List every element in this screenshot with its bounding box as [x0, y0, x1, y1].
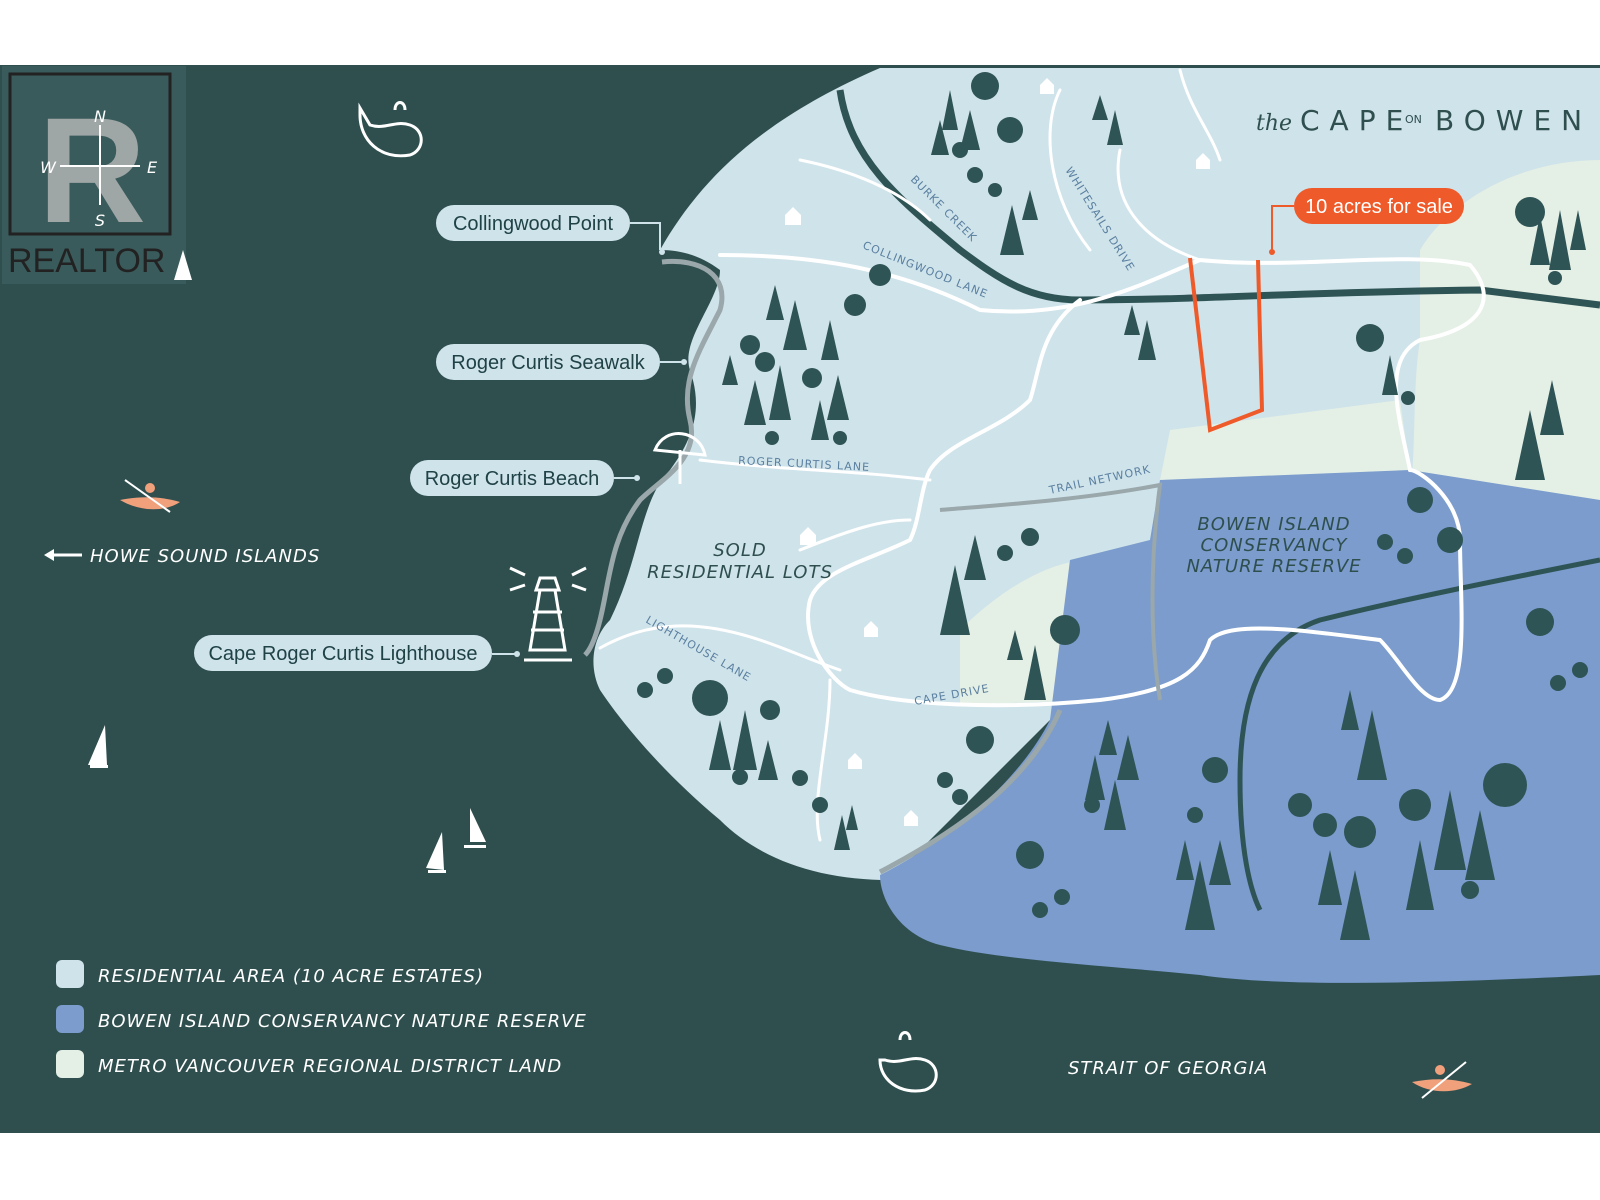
sailboat-icon	[88, 725, 107, 765]
legend-swatch	[56, 960, 84, 988]
beach-umbrella-icon	[652, 432, 707, 484]
sailboat-icon	[426, 832, 444, 870]
callout-label: Roger Curtis Beach	[425, 468, 600, 490]
sailboat-icon	[174, 250, 192, 280]
sold-label-line1: SOLD	[713, 540, 766, 561]
reserve-label-line1: BOWEN ISLAND	[1197, 514, 1350, 535]
callout-label: Roger Curtis Seawalk	[451, 352, 645, 374]
houses	[785, 78, 1210, 826]
compass-s: S	[95, 211, 105, 230]
coast-road-south	[878, 709, 1063, 875]
compass-w: W	[40, 158, 57, 177]
realtor-logo-r: R	[38, 86, 146, 254]
strait-label: STRAIT OF GEORGIA	[1068, 1058, 1268, 1079]
sailboats	[88, 725, 486, 873]
callout-lighthouse[interactable]: Cape Roger Curtis Lighthouse	[194, 635, 520, 671]
sold-label-line2: RESIDENTIAL LOTS	[647, 562, 833, 583]
legend-label: RESIDENTIAL AREA (10 ACRE ESTATES)	[98, 966, 484, 987]
lighthouse-icon	[509, 566, 587, 662]
whale-icon-south	[878, 1031, 938, 1093]
trees	[637, 72, 1588, 940]
sailboat-icon	[470, 808, 486, 842]
callout-collingwood-point[interactable]: Collingwood Point	[436, 205, 665, 255]
kayak-icon-west	[120, 479, 180, 513]
howe-sound-direction: HOWE SOUND ISLANDS	[44, 546, 320, 567]
realtor-watermark: R N E S W REALTOR	[2, 66, 192, 284]
realtor-text: REALTOR	[8, 242, 165, 280]
callout-label: Cape Roger Curtis Lighthouse	[208, 643, 477, 665]
kayak-icon-east	[1412, 1061, 1472, 1099]
legend-label: METRO VANCOUVER REGIONAL DISTRICT LAND	[98, 1056, 562, 1077]
burke-creek	[836, 89, 1600, 309]
legend-swatch	[56, 1050, 84, 1078]
seawalk-path	[583, 258, 725, 657]
callout-label: Collingwood Point	[453, 213, 614, 235]
legend-swatch	[56, 1005, 84, 1033]
callout-roger-curtis-beach[interactable]: Roger Curtis Beach	[410, 460, 640, 496]
for-sale-label: 10 acres for sale	[1305, 196, 1453, 218]
brand-prefix: the	[1256, 111, 1292, 136]
legend-label: BOWEN ISLAND CONSERVANCY NATURE RESERVE	[98, 1011, 587, 1032]
residential-area	[593, 68, 1600, 880]
roads	[598, 68, 1486, 842]
trail-network	[939, 482, 1163, 701]
brand-name-b: BOWEN	[1435, 104, 1592, 137]
howe-sound-label: HOWE SOUND ISLANDS	[90, 546, 320, 567]
callout-roger-curtis-seawalk[interactable]: Roger Curtis Seawalk	[436, 344, 687, 380]
creek-south	[1237, 557, 1600, 912]
brand-name-a: CAPE	[1300, 104, 1413, 137]
for-sale-callout[interactable]: 10 acres for sale	[1269, 188, 1464, 255]
reserve-label-line2: CONSERVANCY	[1201, 535, 1349, 556]
brand-name-on: ON	[1405, 113, 1422, 126]
compass-e: E	[147, 158, 158, 177]
reserve-label-line3: NATURE RESERVE	[1186, 556, 1361, 577]
legend: RESIDENTIAL AREA (10 ACRE ESTATES) BOWEN…	[56, 960, 587, 1078]
compass-n: N	[94, 107, 106, 126]
whale-icon-north	[358, 101, 423, 158]
for-sale-parcel	[1188, 257, 1265, 433]
regional-land-center	[1160, 400, 1410, 480]
